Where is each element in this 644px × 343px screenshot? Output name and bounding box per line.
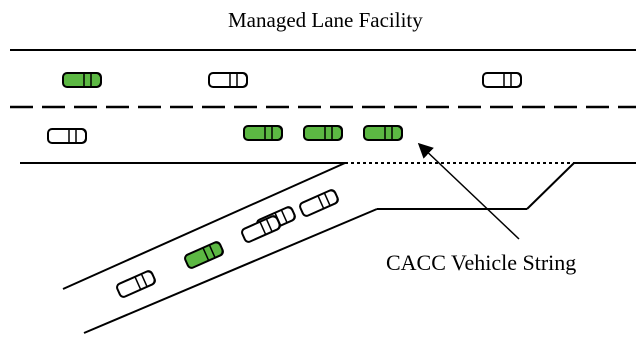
ramp-cacc-vehicle xyxy=(184,241,224,269)
cacc-vehicle-string-2 xyxy=(303,125,343,141)
regular-vehicle-middle-lane xyxy=(47,128,87,144)
ramp-lower-boundary xyxy=(83,208,378,334)
cacc-vehicle-string-1 xyxy=(243,125,283,141)
ramp-regular-vehicle-1 xyxy=(299,189,339,217)
cacc-vehicle-string-label: CACC Vehicle String xyxy=(386,250,577,275)
regular-vehicle-top-lane-1 xyxy=(208,72,248,88)
cacc-string-arrow xyxy=(417,142,520,240)
ramp-regular-vehicle-3 xyxy=(241,215,281,243)
regular-vehicle-top-lane-2 xyxy=(482,72,522,88)
cacc-vehicle-string-3 xyxy=(363,125,403,141)
ramp-regular-vehicle-4 xyxy=(116,270,156,298)
cacc-vehicle-top-lane xyxy=(62,72,102,88)
ramp-upper-boundary xyxy=(62,162,346,290)
ramp-taper-boundary xyxy=(526,162,575,210)
diagram-title: Managed Lane Facility xyxy=(228,8,423,32)
